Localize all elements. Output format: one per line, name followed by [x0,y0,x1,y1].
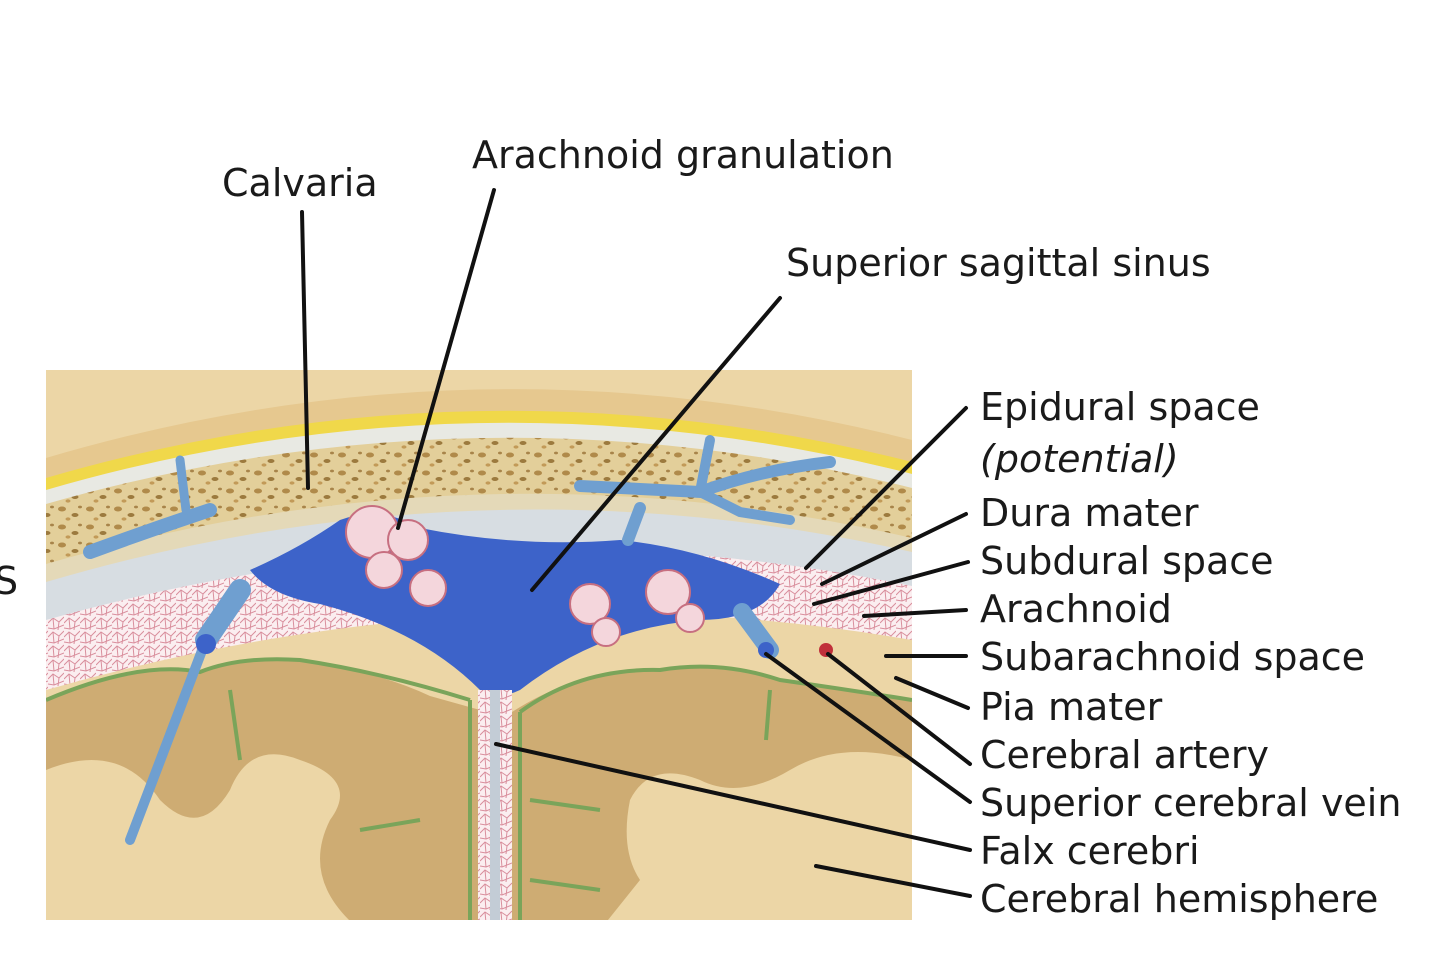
label-superior-sagittal-sinus: Superior sagittal sinus [786,241,1211,285]
label-falx-cerebri: Falx cerebri [980,829,1200,873]
anatomy-section [46,370,912,930]
label-dura-mater: Dura mater [980,491,1199,535]
label-arachnoid-granulation: Arachnoid granulation [472,133,894,177]
label-arachnoid: Arachnoid [980,587,1172,631]
label-calvaria: Calvaria [222,161,378,205]
label-cerebral-artery: Cerebral artery [980,733,1269,777]
label-epidural-space: Epidural space [980,385,1260,429]
label-subarachnoid-space: Subarachnoid space [980,635,1365,679]
label-subdural-space: Subdural space [980,539,1274,583]
left-edge-fragment: S [0,559,18,603]
label-epidural-space-note: (potential) [980,437,1179,481]
label-superior-cerebral-vein: Superior cerebral vein [980,781,1401,825]
vein-lumen-left [196,634,216,654]
label-cerebral-hemisphere: Cerebral hemisphere [980,877,1378,921]
falx-core [490,690,500,930]
label-pia-mater: Pia mater [980,685,1163,729]
